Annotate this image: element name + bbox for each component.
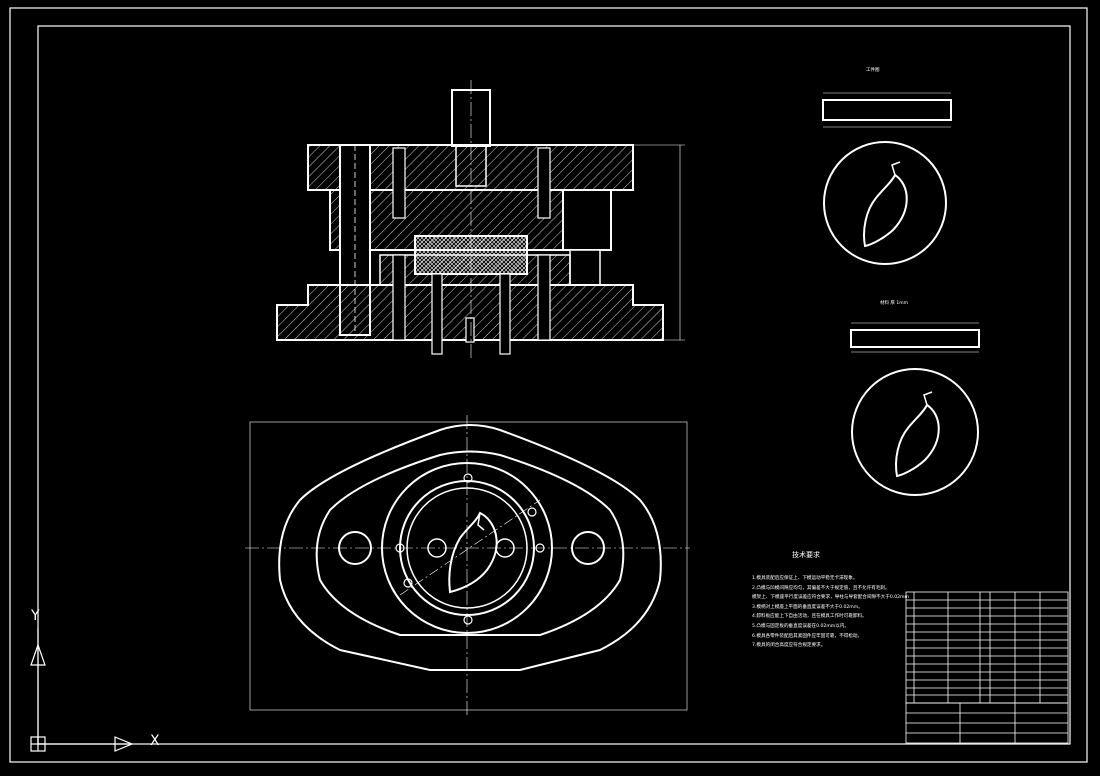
plan-view xyxy=(245,415,690,715)
technical-note: 7.模具的闭合高度应符合规定要求。 xyxy=(752,643,826,649)
blank-view-label: 材料 厚 1mm xyxy=(880,301,908,306)
part-drawing xyxy=(822,92,952,265)
ucs-icon xyxy=(30,628,134,752)
technical-requirements-notes: 1.模具装配后应保证上、下模运动平稳无卡滞现象。 2.凸模与凹模间隙应均匀，其偏差… xyxy=(752,574,909,651)
technical-note: 4.卸料板应能上下自由活动，且在模具工作时可靠卸料。 xyxy=(752,614,867,620)
ucs-y-label: Y xyxy=(31,608,40,624)
technical-requirements-title: 技术要求 xyxy=(792,551,820,559)
technical-note: 3.模柄对上模座上平面的垂直度误差不大于0.02mm。 xyxy=(752,604,863,610)
technical-note: 2.凸模与凹模间隙应均匀，其偏差不大于规定值，且不允许有毛刺。 xyxy=(752,585,890,591)
ucs-x-label: X xyxy=(150,733,160,749)
technical-note: 5.凸模与固定板的垂直度误差在0.02mm以内。 xyxy=(752,623,850,629)
blank-drawing xyxy=(850,322,980,496)
part-view-label: 工件图 xyxy=(866,68,880,73)
section-view xyxy=(276,80,685,360)
inner-frame xyxy=(37,25,1071,745)
technical-note: 模架上、下模座平行度误差应符合要求，导柱与导套配合间隙不大于0.02mm xyxy=(752,595,909,601)
technical-note: 6.模具各零件装配后其紧固件应牢固可靠，不得松动。 xyxy=(752,633,863,639)
title-block xyxy=(905,702,1069,744)
parts-list-table xyxy=(905,591,1069,704)
outer-frame xyxy=(9,7,1088,763)
technical-note: 1.模具装配后应保证上、下模运动平稳无卡滞现象。 xyxy=(752,576,858,581)
